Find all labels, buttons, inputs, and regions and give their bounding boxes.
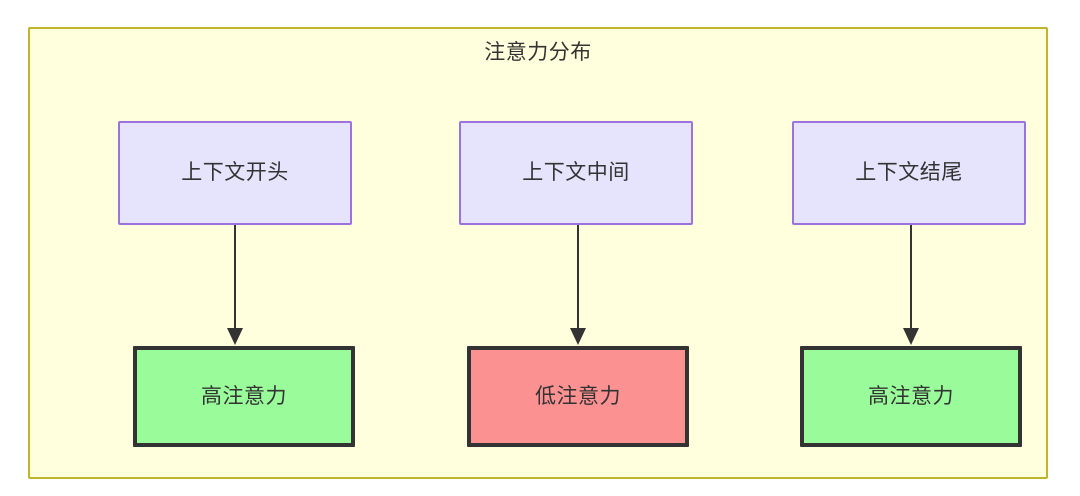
node-context-end-label: 上下文结尾 — [855, 161, 963, 184]
attention-distribution-container: 注意力分布 上下文开头 高注意力 上下文中间 低 — [28, 27, 1048, 479]
arrow-context-start-to-attention — [227, 225, 243, 346]
arrow-line — [577, 225, 579, 331]
node-attention-middle-label: 低注意力 — [535, 384, 621, 408]
node-attention-start[interactable]: 高注意力 — [133, 346, 355, 447]
diagram-title: 注意力分布 — [484, 41, 592, 64]
node-context-start-label: 上下文开头 — [181, 161, 289, 184]
arrow-head-icon — [227, 328, 243, 345]
node-attention-end[interactable]: 高注意力 — [800, 346, 1022, 447]
node-context-middle-label: 上下文中间 — [522, 161, 630, 184]
arrow-context-end-to-attention — [903, 225, 919, 346]
arrow-context-middle-to-attention — [570, 225, 586, 346]
arrow-head-icon — [903, 328, 919, 345]
node-context-start[interactable]: 上下文开头 — [118, 121, 352, 225]
arrow-line — [910, 225, 912, 331]
node-context-end[interactable]: 上下文结尾 — [792, 121, 1026, 225]
node-attention-start-label: 高注意力 — [201, 384, 287, 408]
arrow-head-icon — [570, 328, 586, 345]
node-attention-end-label: 高注意力 — [868, 384, 954, 408]
node-context-middle[interactable]: 上下文中间 — [459, 121, 693, 225]
node-attention-middle[interactable]: 低注意力 — [467, 346, 689, 447]
arrow-line — [234, 225, 236, 331]
